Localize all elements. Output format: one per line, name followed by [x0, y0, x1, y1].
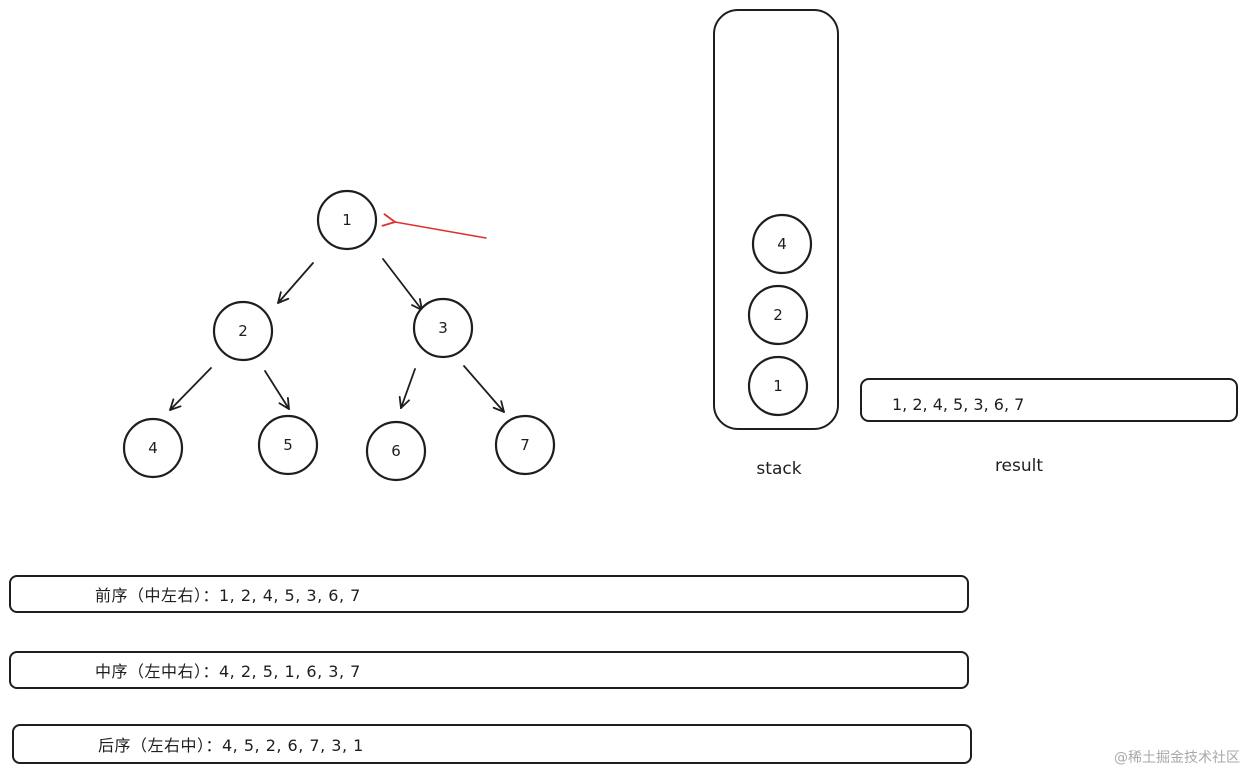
- stack-item-middle: 2: [747, 284, 809, 346]
- red-pointer-arrow: [395, 222, 487, 239]
- tree-node-5: 5: [257, 414, 319, 476]
- svg-text:7: 7: [520, 436, 530, 454]
- svg-text:1: 1: [342, 211, 352, 229]
- edge-3-7: [463, 365, 504, 412]
- stack-item-bottom: 1: [747, 355, 809, 417]
- svg-text:3: 3: [438, 319, 448, 337]
- stack-item-top: 4: [751, 213, 813, 275]
- edge-3-6: [401, 368, 416, 408]
- tree-node-1: 1: [316, 189, 378, 251]
- tree-node-4: 4: [122, 417, 184, 479]
- result-value: 1, 2, 4, 5, 3, 6, 7: [892, 395, 1024, 414]
- stack-label: stack: [756, 459, 801, 479]
- svg-text:6: 6: [391, 442, 401, 460]
- svg-text:2: 2: [773, 306, 783, 324]
- tree-node-6: 6: [365, 420, 427, 482]
- preorder-box: 前序（中左右）：1, 2, 4, 5, 3, 6, 7: [9, 575, 969, 613]
- svg-text:5: 5: [283, 436, 293, 454]
- inorder-text: 中序（左中右）：4, 2, 5, 1, 6, 3, 7: [95, 662, 361, 681]
- preorder-text: 前序（中左右）：1, 2, 4, 5, 3, 6, 7: [95, 586, 361, 605]
- svg-text:4: 4: [777, 235, 787, 253]
- watermark: @稀土掘金技术社区: [1114, 750, 1240, 766]
- edge-1-3: [382, 258, 422, 310]
- inorder-box: 中序（左中右）：4, 2, 5, 1, 6, 3, 7: [9, 651, 969, 689]
- svg-text:1: 1: [773, 377, 783, 395]
- edge-2-4: [170, 367, 212, 410]
- tree-node-7: 7: [494, 414, 556, 476]
- postorder-box: 后序（左右中）：4, 5, 2, 6, 7, 3, 1: [12, 724, 972, 764]
- edge-1-2: [278, 262, 314, 303]
- postorder-text: 后序（左右中）：4, 5, 2, 6, 7, 3, 1: [98, 736, 364, 755]
- tree-node-2: 2: [212, 300, 274, 362]
- result-label: result: [995, 456, 1043, 476]
- svg-text:4: 4: [148, 439, 158, 457]
- edge-2-5: [264, 370, 289, 409]
- result-box: [860, 378, 1238, 422]
- tree-edges: [170, 258, 504, 412]
- tree-node-3: 3: [412, 297, 474, 359]
- svg-text:2: 2: [238, 322, 248, 340]
